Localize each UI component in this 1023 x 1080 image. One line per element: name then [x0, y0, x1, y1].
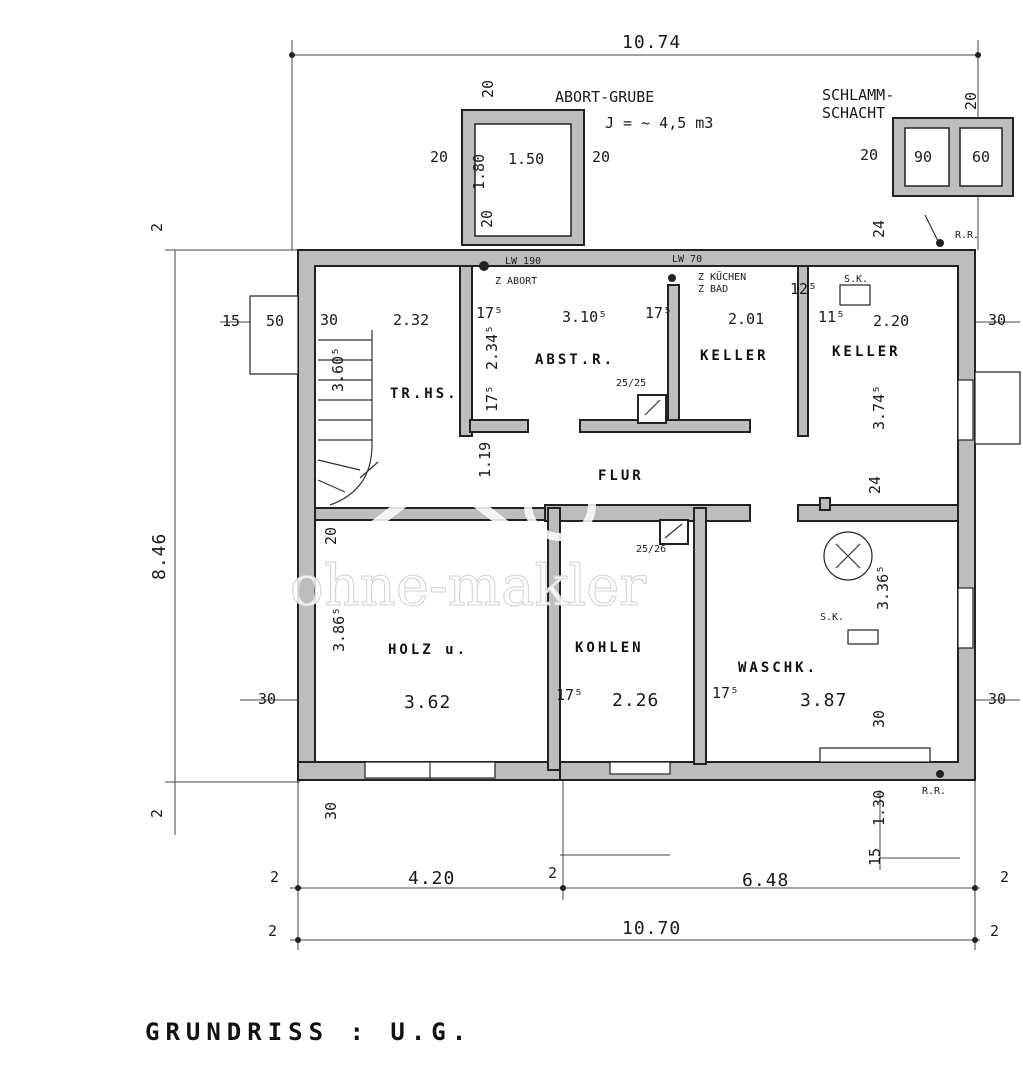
room-keller-1: KELLER — [700, 348, 769, 364]
dim-20-d: 20 — [479, 80, 497, 98]
note-rr-bottom: R.R. — [922, 786, 946, 797]
dim-h-flur: 1.19 — [476, 442, 494, 478]
dim-grube-h: 1.80 — [470, 154, 488, 190]
note-volume: J = ~ 4,5 m3 — [605, 114, 713, 132]
note-sk-bottom: S.K. — [820, 612, 844, 623]
dim-2-a: 2 — [148, 223, 166, 232]
dim-24-a: 24 — [870, 220, 888, 238]
dim-schacht-w: 90 — [914, 148, 932, 166]
note-lw-190: LW 190 — [505, 256, 541, 267]
dim-top-total: 10.74 — [622, 32, 681, 53]
schlamm-schacht — [892, 117, 1014, 247]
dim-125: 12⁵ — [790, 280, 817, 298]
dim-175-c: 17⁵ — [556, 686, 583, 704]
room-tr-hs: TR.HS. — [390, 386, 459, 402]
dim-w-kohlen: 2.26 — [612, 690, 659, 711]
windows — [249, 261, 1021, 779]
dim-w-abst: 3.10⁵ — [562, 308, 607, 326]
dim-w-trhs: 2.32 — [393, 311, 429, 329]
room-kohlen: KOHLEN — [575, 640, 644, 656]
dim-30-b: 30 — [988, 311, 1006, 329]
note-z-kuechen: Z KÜCHEN — [698, 270, 746, 283]
watermark: ohne-makler — [290, 468, 647, 620]
note-sk-top: S.K. — [844, 274, 868, 285]
dim-h-keller: 3.74⁵ — [870, 385, 888, 430]
note-schacht: SCHACHT — [822, 104, 885, 122]
dim-175-e: 17⁵ — [483, 385, 501, 412]
abort-grube — [461, 109, 585, 246]
dim-130: 1.30 — [870, 790, 888, 826]
dim-20-a: 20 — [430, 148, 448, 166]
room-keller-2: KELLER — [832, 344, 901, 360]
dim-h-holz: 3.86⁵ — [330, 607, 348, 652]
dim-175-a: 17⁵ — [476, 304, 503, 322]
dim-2-g: 2 — [990, 922, 999, 940]
dim-bottom-total: 10.70 — [622, 918, 681, 939]
room-labels: TR.HS. ABST.R. KELLER KELLER FLUR HOLZ u… — [388, 344, 901, 676]
room-abst-r: ABST.R. — [535, 352, 615, 368]
dim-20-g: 20 — [322, 527, 340, 545]
room-flur: FLUR — [598, 468, 644, 484]
dim-h-abst: 2.34⁵ — [483, 325, 501, 370]
dim-bottom-right: 6.48 — [742, 870, 789, 891]
dim-left-height: 8.46 — [149, 533, 170, 580]
dim-30-e: 30 — [322, 802, 340, 820]
plan-title: GRUNDRISS : U.G. — [145, 1018, 472, 1046]
note-chimney-2: 25/26 — [636, 544, 666, 555]
dim-20-b: 20 — [592, 148, 610, 166]
dim-24-b: 24 — [866, 476, 884, 494]
dim-2-b: 2 — [148, 809, 166, 818]
dim-h-wasch: 3.36⁵ — [874, 565, 892, 610]
dim-bottom-left: 4.20 — [408, 868, 455, 889]
note-z-bad: Z BAD — [698, 284, 728, 295]
dim-2-c: 2 — [270, 868, 279, 886]
dimension-lines — [165, 40, 1020, 950]
dim-30-f: 30 — [870, 710, 888, 728]
dimension-labels: 10.74 4.20 6.48 10.70 8.46 2.32 3.10⁵ 2.… — [148, 32, 1009, 940]
dim-w-keller1: 2.01 — [728, 310, 764, 328]
note-abort-grube: ABORT-GRUBE — [555, 88, 654, 106]
dim-2-d: 2 — [548, 864, 557, 882]
dim-w-wasch: 3.87 — [800, 690, 847, 711]
interior-walls — [314, 265, 959, 771]
dim-schacht-w2: 60 — [972, 148, 990, 166]
staircase — [317, 330, 379, 506]
dim-15-a: 15 — [222, 312, 240, 330]
note-lw-70: LW 70 — [672, 254, 702, 265]
plan-notes: ABORT-GRUBE J = ~ 4,5 m3 SCHLAMM- SCHACH… — [495, 86, 979, 797]
dim-175-b: 17⁵ — [645, 304, 672, 322]
dim-115: 11⁵ — [818, 308, 845, 326]
dim-30-c: 30 — [258, 690, 276, 708]
note-z-abort: Z ABORT — [495, 276, 537, 287]
dim-w-holz: 3.62 — [404, 692, 451, 713]
dim-20-e: 20 — [962, 92, 980, 110]
dim-w-keller2: 2.20 — [873, 312, 909, 330]
room-waschk: WASCHK. — [738, 660, 818, 676]
dim-grube-w: 1.50 — [508, 150, 544, 168]
dim-50: 50 — [266, 312, 284, 330]
dim-15-b: 15 — [866, 848, 884, 866]
dim-20-c: 20 — [860, 146, 878, 164]
note-rr-top: R.R. — [955, 230, 979, 241]
dim-20-f: 20 — [478, 210, 496, 228]
room-holz: HOLZ u. — [388, 642, 468, 658]
dim-175-d: 17⁵ — [712, 684, 739, 702]
dim-30-d: 30 — [988, 690, 1006, 708]
dim-30-a: 30 — [320, 311, 338, 329]
dim-2-e: 2 — [1000, 868, 1009, 886]
note-schlamm: SCHLAMM- — [822, 86, 894, 104]
watermark-text: ohne-makler — [290, 554, 646, 619]
dim-h-stair: 3.60⁵ — [329, 347, 347, 392]
dim-2-f: 2 — [268, 922, 277, 940]
note-chimney-1: 25/25 — [616, 378, 646, 389]
